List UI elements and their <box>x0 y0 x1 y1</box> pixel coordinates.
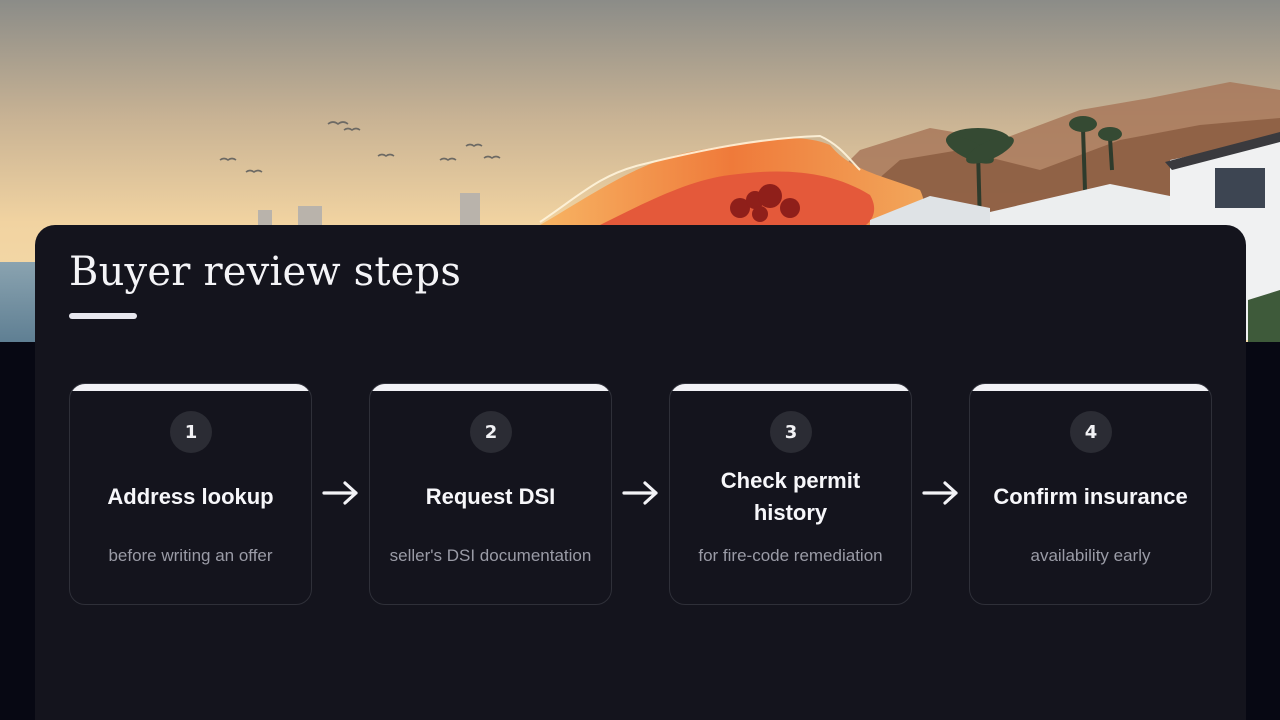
step-title: Address lookup <box>107 484 274 509</box>
step-number-badge: 4 <box>1070 411 1112 453</box>
review-steps-panel: Buyer review steps 1 Address lookup befo… <box>35 225 1246 720</box>
step-card-4: 4 Confirm insurance availability early <box>969 383 1212 605</box>
step-number-badge: 3 <box>770 411 812 453</box>
step-title: Confirm insurance <box>993 484 1188 509</box>
step-description: for fire-code remediation <box>698 546 883 565</box>
page-title: Buyer review steps <box>69 249 462 295</box>
step-card-1: 1 Address lookup before writing an offer <box>69 383 312 605</box>
step-title: Check permit history <box>720 468 861 525</box>
step-card-2: 2 Request DSI seller's DSI documentation <box>369 383 612 605</box>
step-number-badge: 1 <box>170 411 212 453</box>
step-description: before writing an offer <box>108 546 273 565</box>
step-title: Request DSI <box>425 484 556 509</box>
step-number-badge: 2 <box>470 411 512 453</box>
arrow-right-icon <box>922 480 960 506</box>
title-underline <box>69 313 137 319</box>
arrow-right-icon <box>322 480 360 506</box>
step-description: availability early <box>1030 546 1151 565</box>
step-card-3: 3 Check permit history for fire-code rem… <box>669 383 912 605</box>
step-description: seller's DSI documentation <box>389 546 592 565</box>
arrow-right-icon <box>622 480 660 506</box>
